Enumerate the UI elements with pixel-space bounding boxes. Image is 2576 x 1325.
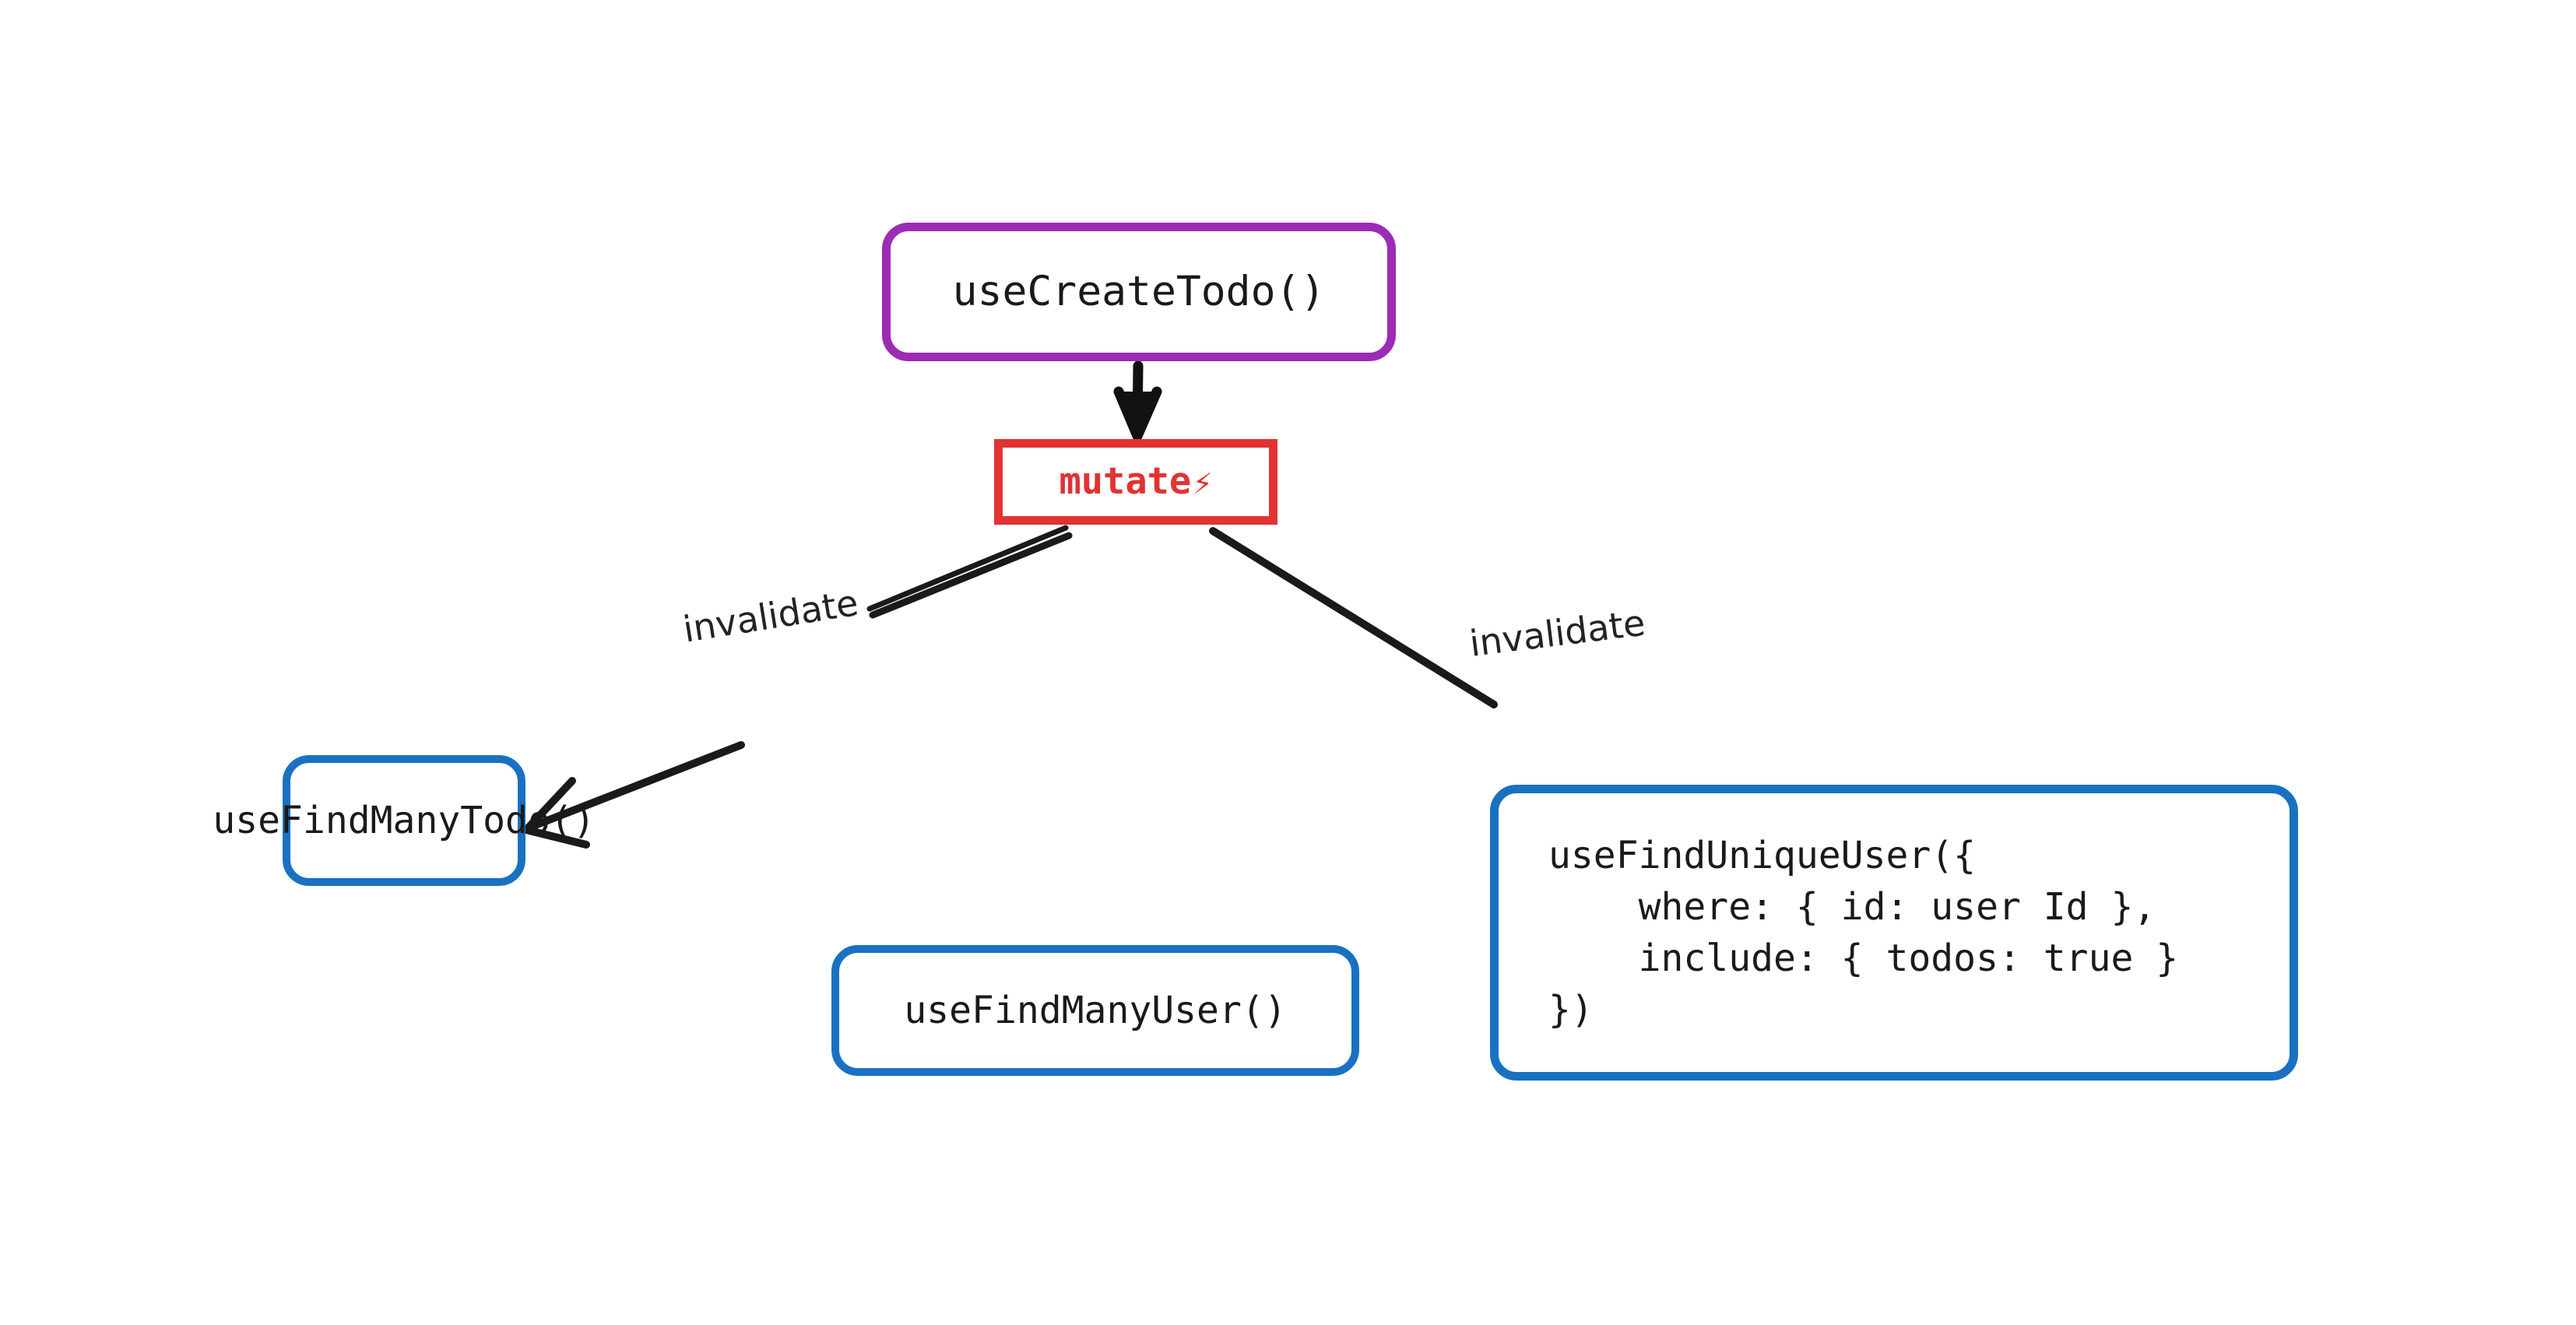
node-use-create-todo[interactable]: useCreateTodo()	[882, 223, 1396, 361]
node-label-use-create-todo: useCreateTodo()	[952, 267, 1326, 315]
node-use-find-many-todo[interactable]: useFindManyTodo()	[213, 755, 596, 886]
node-label-use-find-many-user: useFindManyUser()	[904, 988, 1287, 1032]
edge-label-invalidate-right: invalidate	[1467, 601, 1648, 665]
node-use-find-unique-user[interactable]: useFindUniqueUser({ where: { id: user Id…	[1490, 785, 2298, 1081]
node-mutate[interactable]: mutate⚡	[994, 439, 1277, 525]
edge-mutate-to-findmanytodo	[522, 525, 1073, 849]
edge-label-invalidate-left: invalidate	[680, 581, 862, 651]
node-label-mutate-wrapper: mutate⚡	[1059, 458, 1212, 505]
lightning-bolt-icon: ⚡	[1193, 463, 1213, 501]
node-label-use-find-unique-user: useFindUniqueUser({ where: { id: user Id…	[1548, 833, 2179, 1032]
node-label-use-find-many-todo: useFindManyTodo()	[213, 798, 596, 842]
node-use-find-many-user[interactable]: useFindManyUser()	[831, 945, 1359, 1076]
node-label-mutate: mutate	[1059, 460, 1192, 504]
edge-create-to-mutate	[1113, 360, 1162, 441]
